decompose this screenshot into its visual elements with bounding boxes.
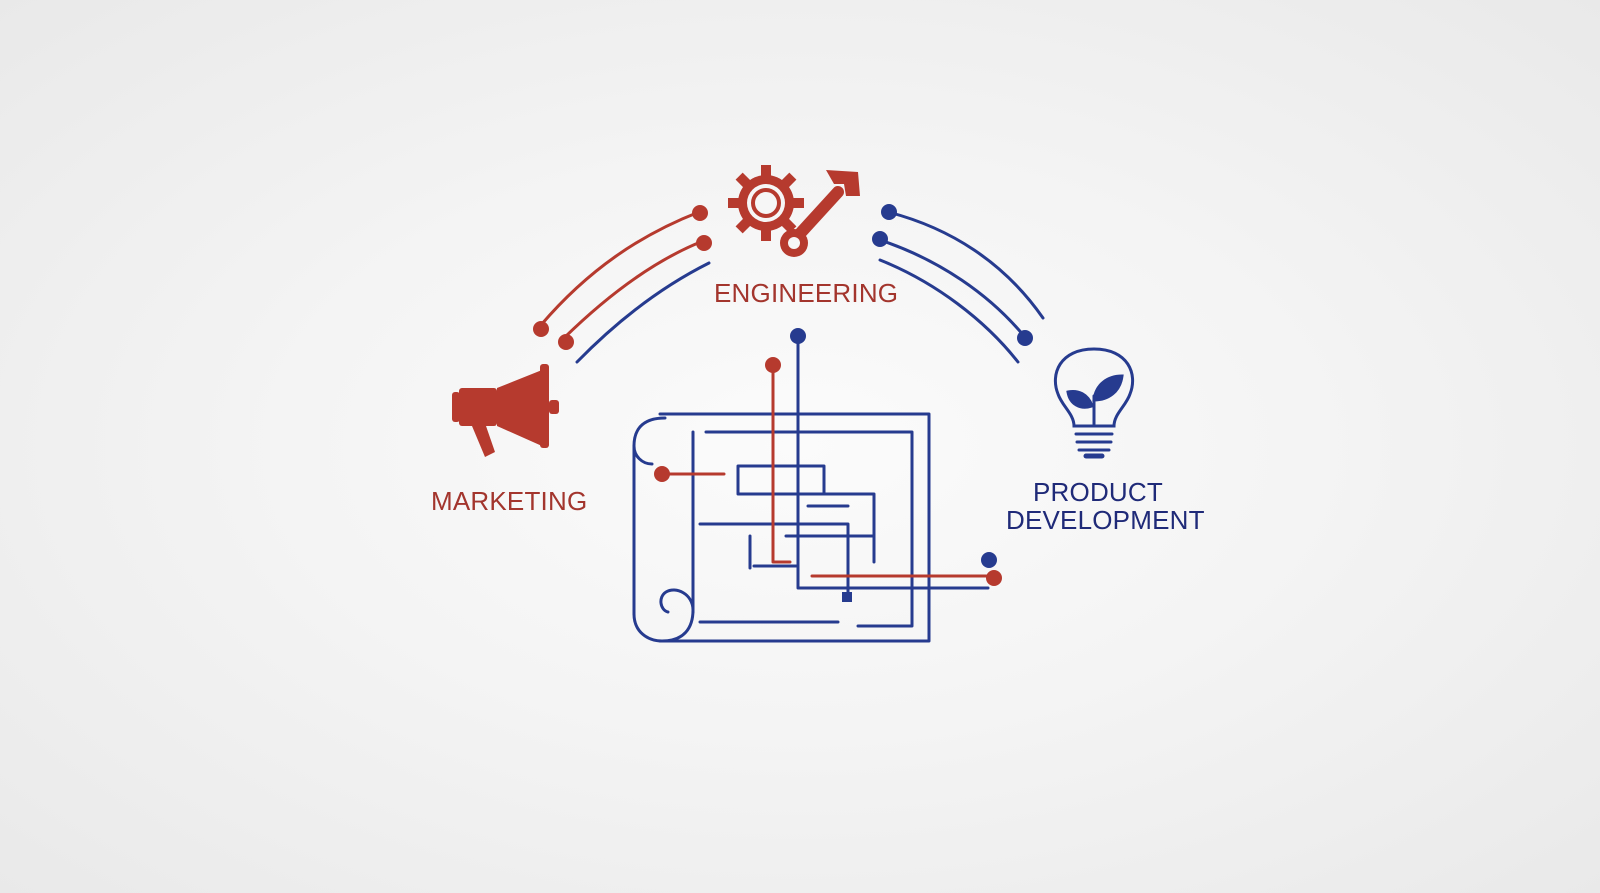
- circuit-dot: [654, 466, 670, 482]
- connector-red-inner: [562, 239, 705, 340]
- circuit-trace: [784, 492, 876, 538]
- connector-dot: [692, 205, 708, 221]
- connector-blue-outer: [886, 210, 1045, 320]
- product-development-label-line2: DEVELOPMENT: [1006, 505, 1205, 535]
- megaphone-body: [459, 388, 497, 426]
- product-development-label: PRODUCT DEVELOPMENT: [1006, 477, 1205, 535]
- connector-red-outer: [539, 210, 701, 327]
- blueprint-frame: [658, 412, 931, 643]
- engineering-label: ENGINEERING: [714, 278, 899, 308]
- circuit-dot: [765, 357, 781, 373]
- circuit-node: [842, 592, 852, 602]
- wrench-icon: [780, 170, 860, 257]
- engineering-product-connectors: [872, 204, 1045, 364]
- circuit-dot: [986, 570, 1002, 586]
- circuit-dot: [790, 328, 806, 344]
- blueprint-circuit-icon: [632, 328, 1002, 643]
- connector-dot: [558, 334, 574, 350]
- connector-blue-inner: [878, 258, 1020, 364]
- connector-blue-middle: [878, 238, 1026, 338]
- connector-blue-inner: [575, 261, 711, 364]
- megaphone-rim: [540, 364, 549, 448]
- bulb-glass: [1053, 347, 1135, 428]
- circuit-dot: [981, 552, 997, 568]
- circuit-trace: [698, 522, 850, 598]
- plant-leaf-right: [1092, 374, 1124, 402]
- connector-dot: [872, 231, 888, 247]
- blueprint-inner-border: [704, 430, 914, 628]
- connector-dot: [881, 204, 897, 220]
- circuit-trace: [736, 464, 826, 496]
- connector-dot: [1017, 330, 1033, 346]
- megaphone-back: [452, 392, 460, 422]
- lightbulb-with-plant-icon: [1053, 347, 1135, 459]
- product-development-label-line1: PRODUCT: [1033, 477, 1163, 507]
- megaphone-tip: [549, 400, 559, 414]
- megaphone-cone: [497, 370, 542, 446]
- plant-leaf-left: [1066, 390, 1094, 409]
- connector-dot: [533, 321, 549, 337]
- circuit-trace: [796, 335, 990, 590]
- megaphone-handle: [472, 426, 495, 457]
- blueprint-scroll-bottom: [632, 588, 695, 643]
- blueprint-scroll-top: [632, 416, 667, 466]
- connector-dot: [696, 235, 712, 251]
- marketing-engineering-connectors: [533, 205, 712, 364]
- megaphone-icon: [452, 364, 559, 457]
- gear-icon: [728, 165, 804, 241]
- circuit-trace-red: [771, 364, 792, 564]
- marketing-label: MARKETING: [431, 486, 588, 516]
- gear-and-wrench-icon: [728, 165, 860, 257]
